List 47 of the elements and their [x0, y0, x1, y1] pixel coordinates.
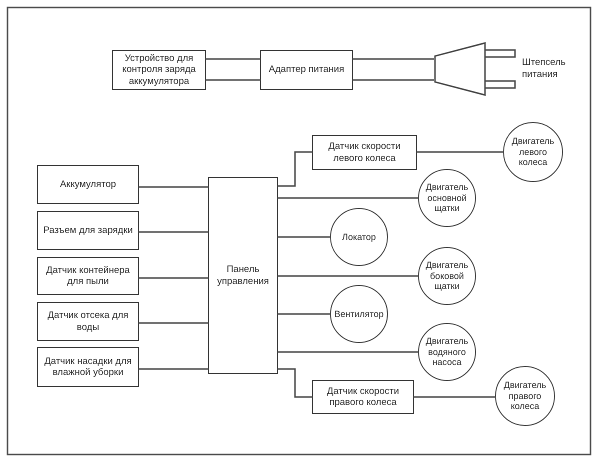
plug-caption: Штепсель питания	[522, 57, 567, 81]
box-label: Датчик скорости правого колеса	[326, 386, 400, 408]
connector-line	[278, 368, 312, 398]
component-box	[37, 211, 139, 250]
connector-line	[206, 79, 260, 81]
circle-label: Двигатель водяного насоса	[424, 336, 470, 368]
box-label: Аккумулятор	[60, 178, 116, 190]
component-box	[37, 165, 139, 204]
connector-line	[353, 58, 434, 60]
box-label: Датчик скорости левого колеса	[327, 141, 402, 164]
connector-line	[278, 275, 418, 277]
circle-label: Вентилятор	[334, 308, 384, 320]
circle-label: Локатор	[342, 232, 376, 242]
circle-label: Двигатель правого колеса	[502, 380, 548, 412]
circle-label: Двигатель основной щатки	[424, 182, 470, 214]
connector-line	[417, 151, 503, 153]
power-plug-drawing	[434, 42, 516, 96]
circle-label: Двигатель боковой щатки	[424, 260, 470, 292]
connector-line	[139, 231, 208, 233]
box-label: Адаптер питания	[268, 64, 344, 76]
connector-line	[139, 368, 208, 370]
connector-line	[139, 322, 208, 324]
component-box	[312, 380, 414, 414]
connector-line	[353, 79, 434, 81]
box-label: Датчик отсека для воды	[46, 310, 130, 333]
connector-line	[206, 58, 260, 60]
component-box	[312, 135, 417, 170]
component-box	[37, 302, 139, 341]
box-label: Устройство для контроля заряда аккумулятора	[121, 52, 197, 88]
component-box	[37, 257, 139, 295]
connector-line	[278, 236, 330, 238]
connector-line	[278, 351, 418, 353]
component-box	[112, 50, 206, 90]
connector-line	[139, 186, 208, 188]
connector-line	[278, 151, 312, 187]
connector-line	[414, 396, 496, 398]
component-box	[37, 347, 139, 387]
box-label: Разъем для зарядки	[43, 224, 133, 236]
connector-line	[139, 277, 208, 279]
connector-line	[278, 197, 418, 199]
component-box	[208, 177, 278, 374]
box-label: Панель управления	[216, 264, 270, 287]
connector-line	[278, 313, 330, 315]
box-label: Датчик насадки для влажной уборки	[43, 356, 133, 378]
circle-label: Двигатель левого колеса	[510, 136, 556, 168]
box-label: Датчик контейнера для пыли	[45, 264, 131, 288]
component-box	[260, 50, 353, 90]
